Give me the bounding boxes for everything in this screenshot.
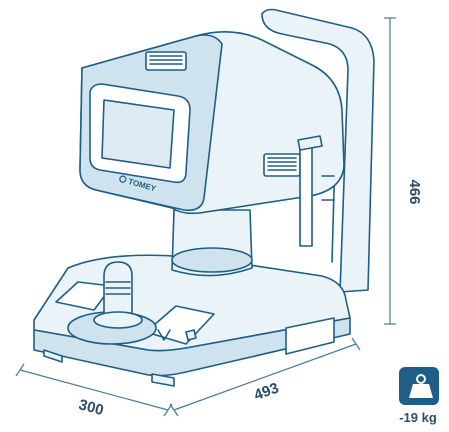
rear-support-column <box>261 8 375 293</box>
panel-marker <box>157 329 171 341</box>
joystick-grip-ridges <box>105 281 131 295</box>
base-side-panel <box>285 317 335 355</box>
chinrest-cup <box>297 135 323 151</box>
height-value: 466 <box>406 179 423 204</box>
chinrest-rod <box>299 145 313 247</box>
weight-icon <box>399 367 439 405</box>
base-foot-front <box>151 373 175 387</box>
top-vent-grille <box>145 51 187 71</box>
width-value: 493 <box>252 380 281 405</box>
base-foot-left <box>43 349 63 363</box>
neck-ring <box>171 247 253 273</box>
top-vent-lines <box>149 55 183 65</box>
panel-button <box>185 329 197 341</box>
joystick-collar <box>93 311 143 329</box>
monitor-screen <box>101 99 175 169</box>
device-base-front <box>33 317 351 377</box>
depth-dimension <box>15 363 173 417</box>
chinrest-arm <box>321 175 335 201</box>
logo-mark-icon <box>119 175 127 183</box>
depth-value: 300 <box>77 396 106 419</box>
side-vent-lines <box>267 157 297 171</box>
weight-value: -19 kg <box>399 410 437 425</box>
right-control-panel <box>145 305 215 345</box>
height-dimension <box>384 17 396 325</box>
autorefractor-device <box>33 8 375 387</box>
